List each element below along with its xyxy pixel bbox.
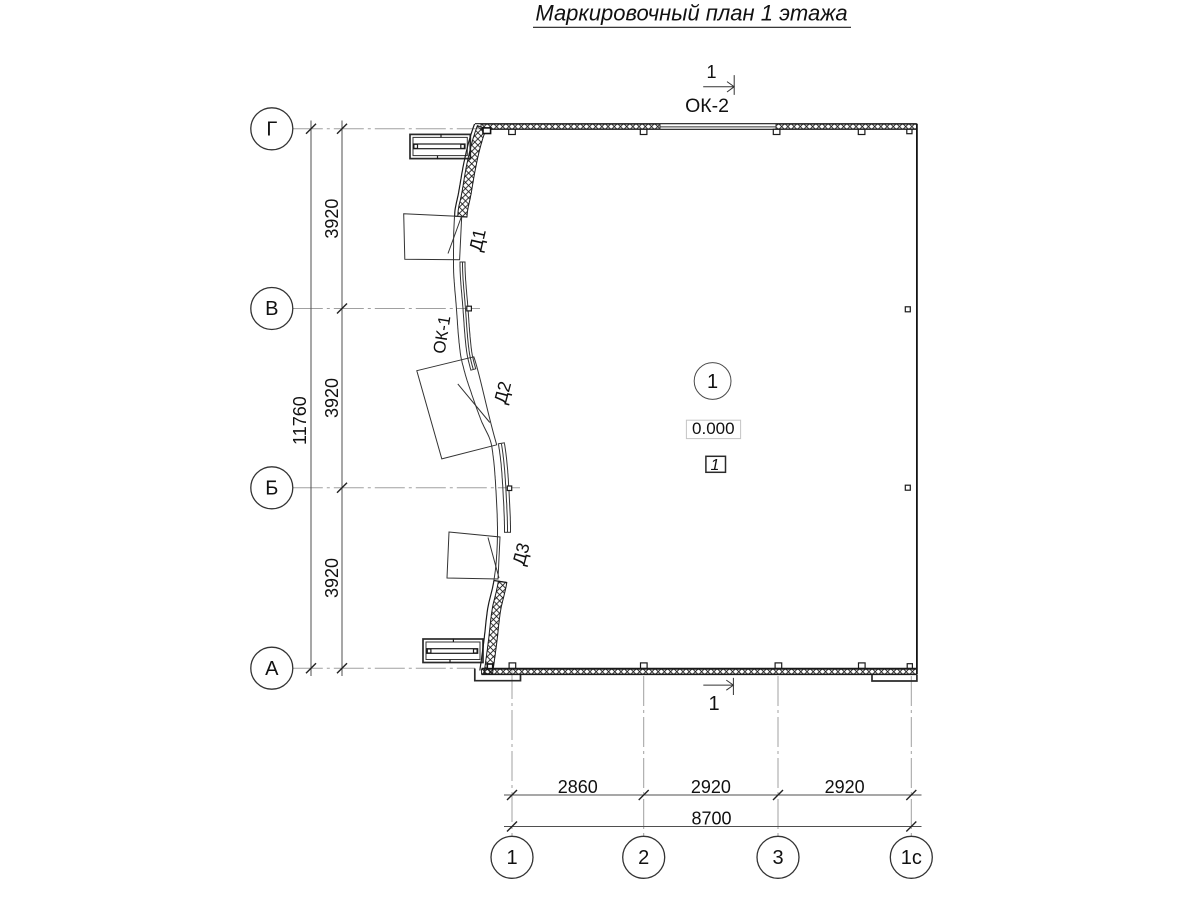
svg-text:ОК-2: ОК-2 xyxy=(685,95,729,117)
svg-text:Д1: Д1 xyxy=(465,227,489,253)
svg-text:В: В xyxy=(265,298,278,320)
svg-text:1: 1 xyxy=(708,693,719,715)
svg-text:3: 3 xyxy=(772,847,783,869)
svg-text:2920: 2920 xyxy=(825,777,865,797)
svg-text:Г: Г xyxy=(266,119,277,141)
svg-text:А: А xyxy=(265,658,279,680)
svg-text:1: 1 xyxy=(711,457,720,474)
svg-text:3920: 3920 xyxy=(322,558,342,598)
svg-text:2860: 2860 xyxy=(558,777,598,797)
svg-text:1: 1 xyxy=(706,62,716,82)
svg-text:1: 1 xyxy=(707,371,718,393)
svg-text:1: 1 xyxy=(506,847,517,869)
svg-text:Маркировочный план 1 этажа: Маркировочный план 1 этажа xyxy=(535,1,847,26)
svg-text:2: 2 xyxy=(638,847,649,869)
svg-text:0.000: 0.000 xyxy=(692,419,735,438)
svg-text:3920: 3920 xyxy=(322,199,342,239)
svg-text:2920: 2920 xyxy=(691,777,731,797)
svg-text:3920: 3920 xyxy=(322,378,342,418)
svg-text:11760: 11760 xyxy=(290,396,310,445)
svg-text:Б: Б xyxy=(265,478,278,500)
svg-text:8700: 8700 xyxy=(691,809,731,829)
svg-text:1с: 1с xyxy=(901,847,922,869)
